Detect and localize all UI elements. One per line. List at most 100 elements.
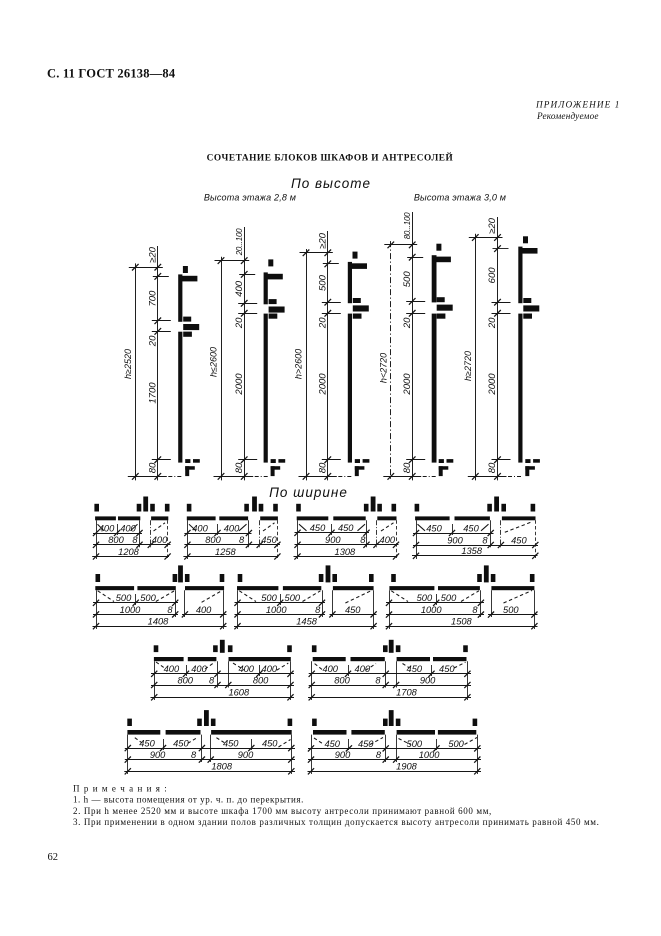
svg-text:400: 400 [152,535,168,545]
svg-text:1000: 1000 [266,605,288,615]
svg-text:2000: 2000 [317,373,328,396]
svg-text:80...100: 80...100 [403,212,412,239]
svg-text:400: 400 [192,523,208,533]
svg-text:8: 8 [191,750,197,760]
svg-text:1308: 1308 [335,547,357,557]
svg-text:≥20: ≥20 [147,246,158,262]
svg-text:1358: 1358 [461,546,483,556]
svg-text:700: 700 [147,290,158,307]
svg-text:8: 8 [132,535,138,545]
svg-text:400: 400 [262,664,278,674]
svg-text:900: 900 [420,675,436,685]
svg-text:400: 400 [380,535,396,545]
svg-text:1258: 1258 [215,547,237,557]
svg-text:1908: 1908 [396,762,418,772]
svg-text:h≥2720: h≥2720 [463,351,473,381]
svg-text:1708: 1708 [396,688,418,698]
svg-text:1000: 1000 [120,605,142,615]
svg-text:500: 500 [417,593,433,603]
svg-text:500: 500 [448,739,464,749]
svg-text:900: 900 [150,750,166,760]
svg-text:450: 450 [358,739,374,749]
svg-text:450: 450 [338,523,354,533]
svg-text:20: 20 [147,335,158,347]
svg-text:400: 400 [224,523,240,533]
svg-text:8: 8 [209,675,215,685]
svg-text:450: 450 [139,739,155,749]
svg-text:8: 8 [376,750,382,760]
svg-text:1458: 1458 [296,617,318,627]
svg-text:СОЧЕТАНИЕ БЛОКОВ ШКАФОВ И АНТР: СОЧЕТАНИЕ БЛОКОВ ШКАФОВ И АНТРЕСОЛЕЙ [207,152,454,164]
svg-text:ПРИЛОЖЕНИЕ 1: ПРИЛОЖЕНИЕ 1 [535,100,620,110]
svg-text:500: 500 [285,593,301,603]
svg-text:500: 500 [441,593,457,603]
svg-text:20: 20 [402,317,413,329]
svg-text:1. h — высота помещения от ур.: 1. h — высота помещения от ур. ч. п. до … [73,795,304,805]
svg-text:1000: 1000 [421,605,443,615]
svg-text:450: 450 [173,739,189,749]
svg-text:500: 500 [407,739,423,749]
svg-text:≥20: ≥20 [487,217,498,233]
svg-text:450: 450 [463,523,479,533]
svg-text:8: 8 [482,535,488,545]
svg-text:Рекомендуемое: Рекомендуемое [536,111,599,121]
svg-text:80: 80 [147,462,158,473]
svg-text:400: 400 [191,664,207,674]
svg-text:400: 400 [238,664,254,674]
svg-text:П р и м е ч а н и я :: П р и м е ч а н и я : [73,784,168,794]
svg-text:900: 900 [335,750,351,760]
svg-text:900: 900 [447,535,463,545]
svg-text:450: 450 [407,664,423,674]
svg-text:20: 20 [317,317,328,329]
svg-text:1508: 1508 [451,617,473,627]
svg-text:h<2720: h<2720 [378,353,388,383]
svg-text:62: 62 [48,852,59,863]
svg-text:450: 450 [324,739,340,749]
svg-text:400: 400 [234,280,245,297]
svg-text:450: 450 [223,739,239,749]
svg-text:450: 450 [426,523,442,533]
svg-text:h≤2600: h≤2600 [209,347,219,377]
svg-text:500: 500 [140,593,156,603]
svg-text:2. При h менее 2520 мм и высот: 2. При h менее 2520 мм и высоте шкафа 17… [73,806,492,816]
svg-text:8: 8 [360,535,366,545]
svg-text:2000: 2000 [234,373,245,396]
svg-text:500: 500 [261,593,277,603]
svg-text:1700: 1700 [147,382,158,404]
svg-text:8: 8 [375,675,381,685]
svg-text:450: 450 [511,535,527,545]
svg-text:1000: 1000 [419,750,441,760]
svg-text:900: 900 [238,750,254,760]
svg-text:450: 450 [439,664,455,674]
svg-text:500: 500 [503,605,519,615]
svg-text:500: 500 [116,593,132,603]
svg-text:80: 80 [317,462,328,473]
svg-text:1808: 1808 [211,762,233,772]
svg-text:450: 450 [345,605,361,615]
svg-text:500: 500 [317,274,328,291]
svg-text:800: 800 [177,675,193,685]
svg-text:h>2600: h>2600 [294,349,304,379]
svg-text:8: 8 [472,605,478,615]
svg-text:8: 8 [239,535,245,545]
svg-text:h≥2520: h≥2520 [123,349,133,379]
svg-text:20...100: 20...100 [235,228,244,256]
svg-text:800: 800 [205,535,221,545]
svg-text:400: 400 [120,523,136,533]
svg-text:80: 80 [402,462,413,473]
svg-text:400: 400 [322,664,338,674]
svg-text:2000: 2000 [487,373,498,396]
svg-text:По высоте: По высоте [291,176,371,191]
svg-text:20: 20 [487,317,498,329]
svg-text:1408: 1408 [148,617,170,627]
svg-text:800: 800 [334,675,350,685]
svg-text:3. При применении в одном здан: 3. При применении в одном здании полов р… [73,817,600,827]
svg-text:≥20: ≥20 [317,232,328,248]
svg-text:500: 500 [402,271,413,288]
svg-text:По ширине: По ширине [269,485,348,500]
svg-text:Высота этажа 2,8 м: Высота этажа 2,8 м [204,193,296,203]
svg-text:80: 80 [234,462,245,473]
svg-text:800: 800 [108,535,124,545]
svg-text:80: 80 [487,462,498,473]
svg-text:Высота этажа 3,0 м: Высота этажа 3,0 м [414,193,506,203]
